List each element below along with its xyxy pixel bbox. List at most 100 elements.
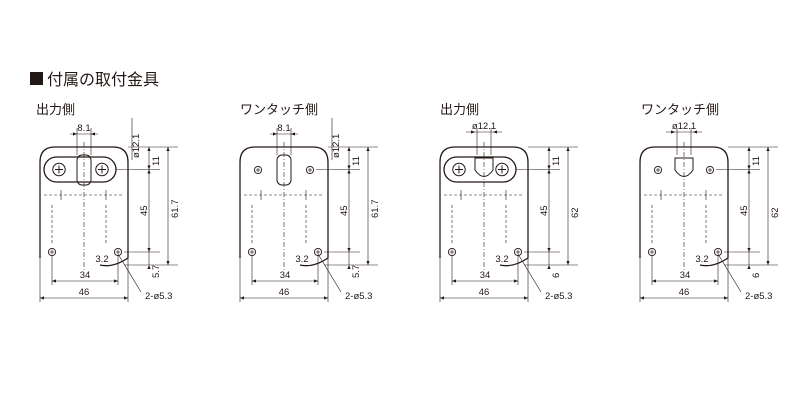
arrowhead <box>124 296 128 300</box>
dim-46-label: 46 <box>279 287 290 298</box>
dim-bottom-label: 5.7 <box>151 265 162 278</box>
dim-45-label: 45 <box>539 205 550 216</box>
hole-leader <box>517 253 542 293</box>
hole-leader <box>317 253 342 293</box>
arrowhead <box>747 165 751 170</box>
dim-3-2-label: 3.2 <box>95 254 108 265</box>
arrowhead <box>440 296 444 300</box>
dim-45-label: 45 <box>139 205 150 216</box>
panel-1-title: 出力側 <box>36 103 76 118</box>
dim-11-label: 11 <box>551 156 562 166</box>
arrowhead <box>547 169 551 174</box>
arrowhead <box>514 279 518 283</box>
arrowhead <box>147 248 151 252</box>
dim-46-label: 46 <box>479 287 490 298</box>
dim-3-2-label: 3.2 <box>695 254 708 265</box>
panel-3-title: 出力側 <box>440 103 480 118</box>
arrowhead <box>693 130 697 134</box>
arrowhead <box>747 248 751 252</box>
plate-outline <box>239 146 329 267</box>
arrowhead <box>240 296 244 300</box>
dim-bottom-label: 6 <box>551 273 562 278</box>
arrowhead <box>252 279 256 283</box>
dim-11-label: 11 <box>751 156 762 166</box>
center-notch <box>674 157 694 177</box>
arrowhead <box>52 279 56 283</box>
arrowhead <box>566 261 570 265</box>
arrowhead <box>366 261 370 265</box>
arrowhead <box>366 147 370 151</box>
arrowhead <box>347 165 351 170</box>
dim-46-label: 46 <box>679 287 690 298</box>
panel-4-title: ワンタッチ側 <box>641 103 720 118</box>
arrowhead <box>766 147 770 151</box>
arrowhead <box>747 169 751 174</box>
arrowhead <box>347 147 351 151</box>
arrowhead <box>652 279 656 283</box>
dim-3-2-label: 3.2 <box>295 254 308 265</box>
panel-2-title: ワンタッチ側 <box>240 103 319 118</box>
left-screw <box>452 162 466 177</box>
arrowhead <box>273 132 277 136</box>
center-slot <box>276 154 292 186</box>
diameter-label: ø12.1 <box>672 121 696 132</box>
dim-total-label: 61.7 <box>170 200 181 219</box>
square-bullet-icon <box>30 71 43 85</box>
arrowhead <box>671 130 675 134</box>
diameter-label: ø12.1 <box>331 134 342 158</box>
diameter-label: ø12.1 <box>472 121 496 132</box>
panel-1-drawing: 8.1 ø12.1 11 45 61.7 5.7 34 46 3.2 2-ø5.3 <box>39 118 181 302</box>
dim-34-label: 34 <box>80 270 91 281</box>
plate-outline <box>39 146 129 267</box>
arrowhead <box>714 279 718 283</box>
arrowhead <box>471 130 475 134</box>
arrowhead <box>547 248 551 252</box>
right-screw <box>495 162 509 177</box>
dim-11-label: 11 <box>151 156 162 166</box>
right-pin-hole <box>705 165 715 175</box>
arrowhead <box>747 147 751 151</box>
plate-outline <box>439 146 529 267</box>
dim-45-label: 45 <box>739 205 750 216</box>
hole-spec-label: 2-ø5.3 <box>145 291 172 302</box>
arrowhead <box>766 261 770 265</box>
arrowhead <box>114 279 118 283</box>
right-screw <box>95 162 109 177</box>
arrowhead <box>347 248 351 252</box>
hole-leader <box>717 253 742 293</box>
dim-46-label: 46 <box>79 287 90 298</box>
center-notch <box>474 157 494 177</box>
hole-spec-label: 2-ø5.3 <box>345 291 372 302</box>
arrowhead <box>40 296 44 300</box>
dim-total-label: 61.7 <box>370 200 381 219</box>
diameter-label: ø12.1 <box>131 134 142 158</box>
arrowhead <box>452 279 456 283</box>
arrowhead <box>166 147 170 151</box>
dim-45-label: 45 <box>339 205 350 216</box>
arrowhead <box>566 147 570 151</box>
left-pin-hole <box>253 165 263 175</box>
arrowhead <box>640 296 644 300</box>
dim-bottom-label: 5.7 <box>351 265 362 278</box>
dim-11-label: 11 <box>351 156 362 166</box>
right-pin-hole <box>305 165 315 175</box>
dim-total-label: 62 <box>770 207 781 218</box>
arrowhead <box>347 265 351 269</box>
arrowhead <box>91 132 95 136</box>
dim-34-label: 34 <box>680 270 691 281</box>
arrowhead <box>547 165 551 170</box>
arrowhead <box>524 296 528 300</box>
dim-34-label: 34 <box>280 270 291 281</box>
slot-width-label: 8.1 <box>77 123 90 134</box>
dim-total-label: 62 <box>570 207 581 218</box>
arrowhead <box>493 130 497 134</box>
arrowhead <box>547 147 551 151</box>
arrowhead <box>291 132 295 136</box>
arrowhead <box>324 296 328 300</box>
arrowhead <box>347 169 351 174</box>
arrowhead <box>73 132 77 136</box>
